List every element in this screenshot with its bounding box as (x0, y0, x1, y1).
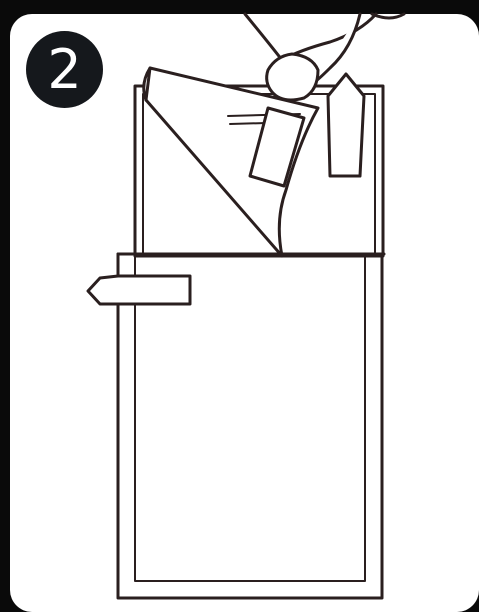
step-number-badge: 2 (26, 31, 103, 108)
right-side-tab (328, 74, 364, 176)
phone-body (118, 254, 384, 598)
pull-tab-icon (88, 276, 190, 304)
